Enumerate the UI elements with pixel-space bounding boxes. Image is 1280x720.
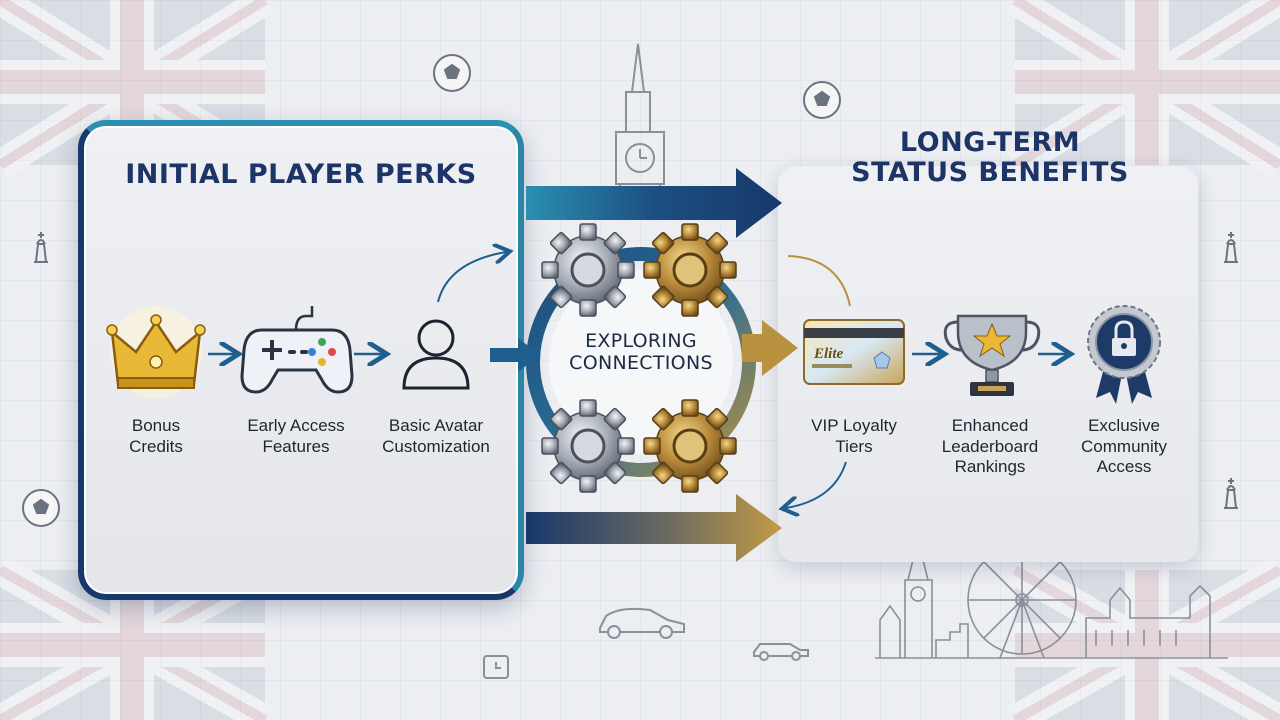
benefit-label-community-access: Exclusive Community Access [1081, 416, 1167, 477]
chess-king-icon [34, 232, 48, 263]
initial-perks-title: INITIAL PLAYER PERKS [125, 159, 477, 190]
soccer-ball-icon [22, 489, 60, 527]
car-icon [753, 643, 809, 661]
perk-label-early-access: Early Access Features [247, 416, 345, 456]
exploring-connections-label: EXPLORING CONNECTIONS [569, 330, 713, 375]
chess-king-icon [1224, 232, 1238, 263]
car-icon [599, 607, 685, 639]
status-benefits-panel [778, 166, 1198, 562]
soccer-ball-icon [433, 54, 471, 92]
soccer-ball-icon [803, 81, 841, 119]
union-flag-icon [1007, 0, 1280, 178]
perk-label-avatar-customization: Basic Avatar Customization [382, 416, 490, 456]
benefit-label-leaderboard: Enhanced Leaderboard Rankings [941, 416, 1039, 477]
initial-perks-panel [78, 120, 524, 600]
london-skyline-icon [875, 539, 1228, 659]
union-flag-icon [1007, 556, 1280, 720]
benefit-label-vip-tiers: VIP Loyalty Tiers [811, 416, 897, 456]
status-benefits-title: LONG-TERM STATUS BENEFITS [851, 127, 1129, 189]
chess-king-icon [1224, 478, 1238, 509]
perk-label-bonus-credits: Bonus Credits [129, 416, 183, 456]
clock-badge-icon [483, 655, 509, 679]
